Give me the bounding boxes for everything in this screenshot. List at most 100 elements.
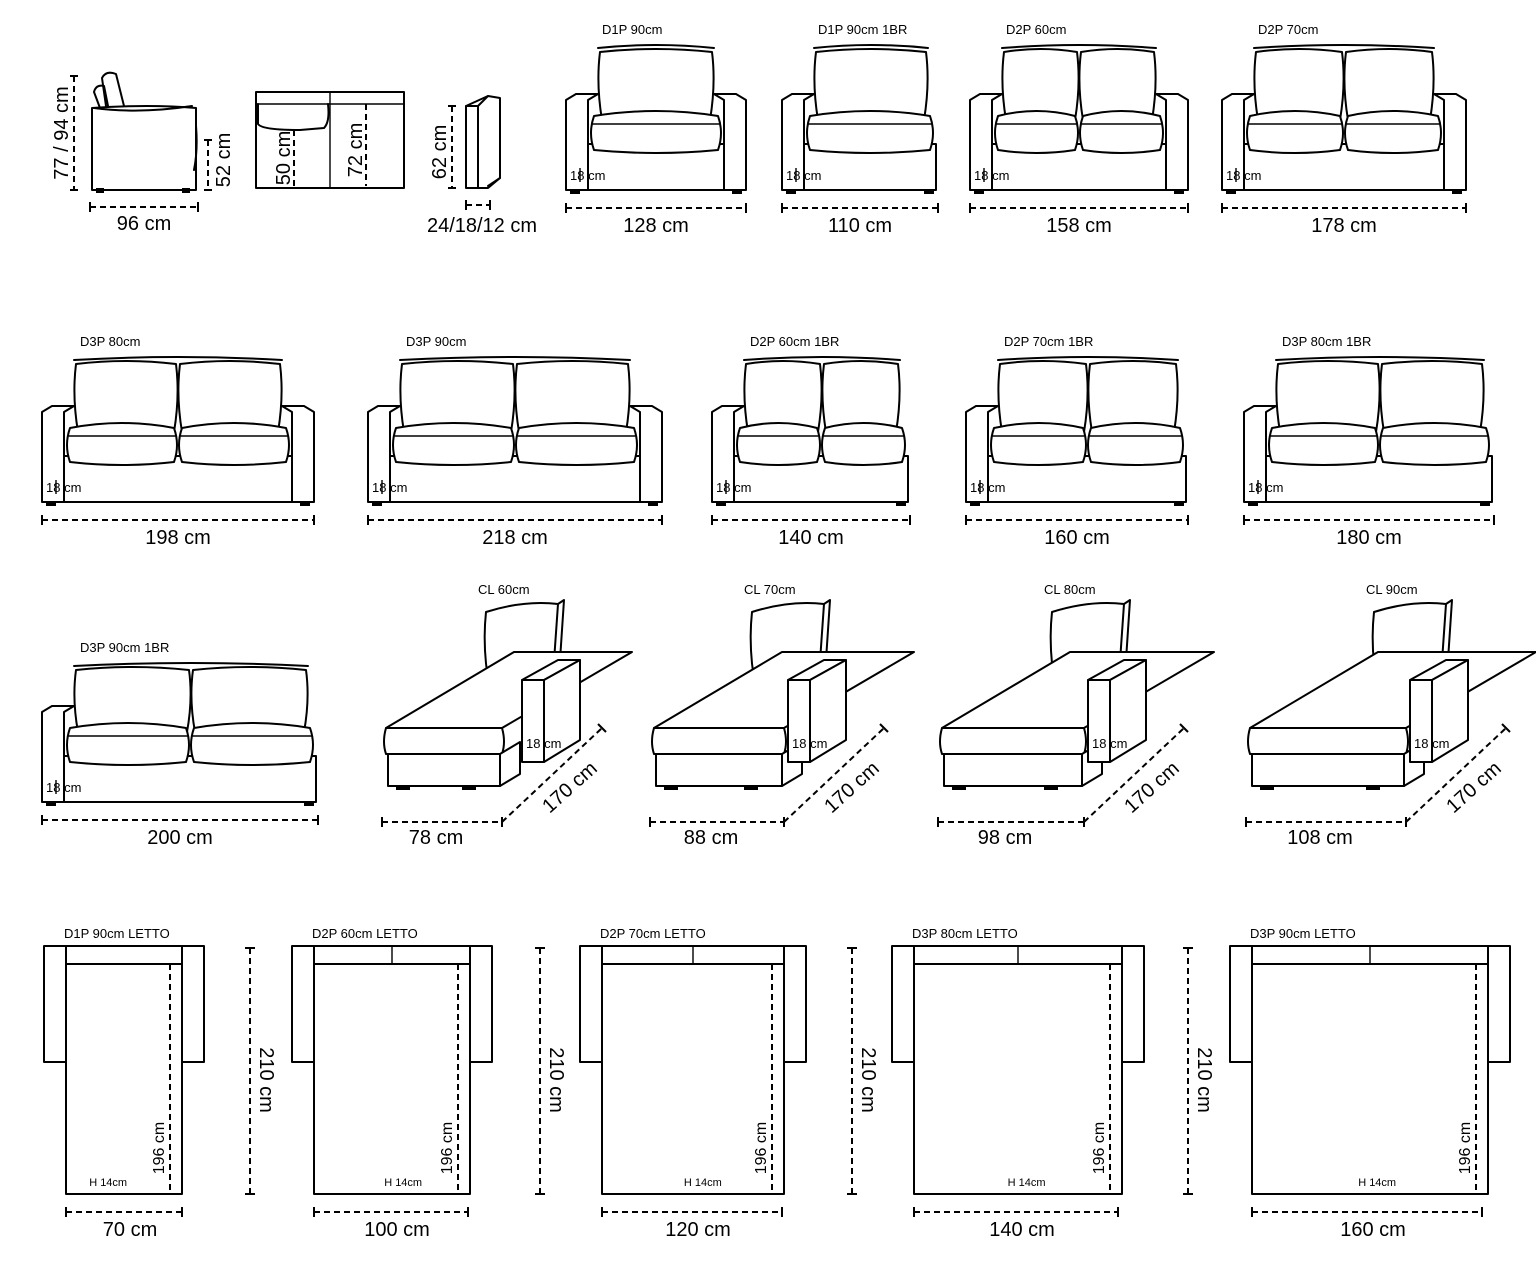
bed-length-label: 210 cm (545, 1047, 567, 1113)
seat-depth-label: 50 cm (273, 131, 295, 185)
arm-widths-label: 24/18/12 cm (427, 215, 537, 237)
sofa-5: 18 cm D3P 80cm 198 cm (41, 334, 315, 549)
bed-mattress-height-label: H 14cm (1358, 1177, 1396, 1189)
bed-model-label: D3P 90cm LETTO (1250, 926, 1356, 941)
bed-1: D1P 90cm LETTO H 14cm 196 cm 70 cm 210 cm (43, 926, 277, 1241)
side-profile: 77 / 94 cm 52 cm 96 cm (51, 71, 235, 235)
bed-width-label: 140 cm (989, 1219, 1055, 1241)
chaise-arm-label: 18 cm (792, 736, 827, 751)
bed-3: D2P 70cm LETTO H 14cm 196 cm 120 cm 210 cm (579, 926, 879, 1241)
chaise-width-label: 78 cm (409, 827, 463, 849)
sofa-width-label: 158 cm (1046, 215, 1112, 237)
bed-mattress-length-label: 196 cm (753, 1122, 770, 1174)
bed-length-label: 210 cm (1193, 1047, 1215, 1113)
bed-5: D3P 90cm LETTO H 14cm 196 cm 160 cm (1229, 926, 1511, 1241)
bed-mattress-length-label: 196 cm (439, 1122, 456, 1174)
bed-width-label: 100 cm (364, 1219, 430, 1241)
side-height-label: 77 / 94 cm (51, 86, 73, 179)
arm-profile: 62 cm 24/18/12 cm (427, 95, 537, 237)
chaise-length-label: 170 cm (1442, 757, 1505, 817)
bed-width-label: 120 cm (665, 1219, 731, 1241)
sofa-model-label: D3P 90cm 1BR (80, 640, 169, 655)
sofa-model-label: D1P 90cm (602, 22, 662, 37)
sofa-model-label: D3P 80cm (80, 334, 140, 349)
sofa-arm-label: 18 cm (970, 480, 1005, 495)
chaise-model-label: CL 60cm (478, 582, 530, 597)
sofa-7: 18 cm D2P 60cm 1BR 140 cm (711, 334, 911, 549)
sofa-width-label: 110 cm (828, 215, 892, 237)
chaise-model-label: CL 80cm (1044, 582, 1096, 597)
sofa-1: 18 cm D1P 90cm 128 cm (565, 22, 747, 237)
chaise-width-label: 88 cm (684, 827, 738, 849)
side-seat-height-label: 52 cm (213, 133, 235, 187)
sofa-arm-label: 18 cm (372, 480, 407, 495)
sofa-arm-label: 18 cm (1226, 168, 1261, 183)
sofa-4: 18 cm D2P 70cm 178 cm (1221, 22, 1467, 237)
chaise-width-label: 108 cm (1287, 827, 1353, 849)
sofa-8: 18 cm D2P 70cm 1BR 160 cm (965, 334, 1189, 549)
bed-length-label: 210 cm (255, 1047, 277, 1113)
chaise-4: 18 cm CL 90cm 108 cm 170 cm (1245, 582, 1536, 849)
sofa-width-label: 160 cm (1044, 527, 1110, 549)
sofa-9: 18 cm D3P 80cm 1BR 180 cm (1243, 334, 1495, 549)
sofa-arm-label: 18 cm (1248, 480, 1283, 495)
sofa-width-label: 178 cm (1311, 215, 1377, 237)
side-depth-label: 96 cm (117, 213, 171, 235)
chaise-arm-label: 18 cm (526, 736, 561, 751)
bed-model-label: D2P 70cm LETTO (600, 926, 706, 941)
bed-mattress-length-label: 196 cm (151, 1122, 168, 1174)
sofa-model-label: D2P 60cm 1BR (750, 334, 839, 349)
sofa-width-label: 128 cm (623, 215, 689, 237)
chaise-width-label: 98 cm (978, 827, 1032, 849)
sofa-width-label: 218 cm (482, 527, 548, 549)
sofa-front-views: 18 cm D1P 90cm 128 cm 18 cm D1P 90cm 1BR 110 … (41, 22, 1495, 849)
sofa-width-label: 198 cm (145, 527, 211, 549)
chaise-model-label: CL 90cm (1366, 582, 1418, 597)
bed-model-label: D2P 60cm LETTO (312, 926, 418, 941)
bed-mattress-length-label: 196 cm (1457, 1122, 1474, 1174)
bed-2: D2P 60cm LETTO H 14cm 196 cm 100 cm 210 cm (291, 926, 567, 1241)
sofa-width-label: 200 cm (147, 827, 213, 849)
bed-width-label: 160 cm (1340, 1219, 1406, 1241)
bed-mattress-height-label: H 14cm (89, 1177, 127, 1189)
sofa-model-label: D2P 70cm 1BR (1004, 334, 1093, 349)
seat-section: 50 cm 72 cm (255, 91, 405, 189)
sofa-arm-label: 18 cm (46, 480, 81, 495)
bed-length-label: 210 cm (857, 1047, 879, 1113)
sofa-arm-label: 18 cm (46, 780, 81, 795)
chaise-length-label: 170 cm (538, 757, 601, 817)
sofa-model-label: D2P 60cm (1006, 22, 1066, 37)
chaise-1: 18 cm CL 60cm 78 cm 170 cm (381, 582, 633, 849)
chaise-length-label: 170 cm (820, 757, 883, 817)
bed-model-label: D3P 80cm LETTO (912, 926, 1018, 941)
sofa-width-label: 180 cm (1336, 527, 1402, 549)
sofa-arm-label: 18 cm (716, 480, 751, 495)
chaise-arm-label: 18 cm (1092, 736, 1127, 751)
bed-width-label: 70 cm (103, 1219, 157, 1241)
chaise-length-label: 170 cm (1120, 757, 1183, 817)
sofa-arm-label: 18 cm (570, 168, 605, 183)
bed-model-label: D1P 90cm LETTO (64, 926, 170, 941)
bed-mattress-length-label: 196 cm (1091, 1122, 1108, 1174)
sofa-model-label: D3P 90cm (406, 334, 466, 349)
sofa-3: 18 cm D2P 60cm 158 cm (969, 22, 1189, 237)
sofa-arm-label: 18 cm (786, 168, 821, 183)
sofa-arm-label: 18 cm (974, 168, 1009, 183)
bed-mattress-height-label: H 14cm (384, 1177, 422, 1189)
sofa-2: 18 cm D1P 90cm 1BR 110 cm (781, 22, 939, 237)
sofa-width-label: 140 cm (778, 527, 844, 549)
arm-height-label: 62 cm (429, 125, 451, 179)
sofa-model-label: D2P 70cm (1258, 22, 1318, 37)
seat-total-depth-label: 72 cm (345, 123, 367, 177)
sofa-model-label: D1P 90cm 1BR (818, 22, 907, 37)
sofa-6: 18 cm D3P 90cm 218 cm (367, 334, 663, 549)
chaise-arm-label: 18 cm (1414, 736, 1449, 751)
bed-mattress-height-label: H 14cm (684, 1177, 722, 1189)
chaise-3: 18 cm CL 80cm 98 cm 170 cm (937, 582, 1215, 849)
sofa-model-label: D3P 80cm 1BR (1282, 334, 1371, 349)
